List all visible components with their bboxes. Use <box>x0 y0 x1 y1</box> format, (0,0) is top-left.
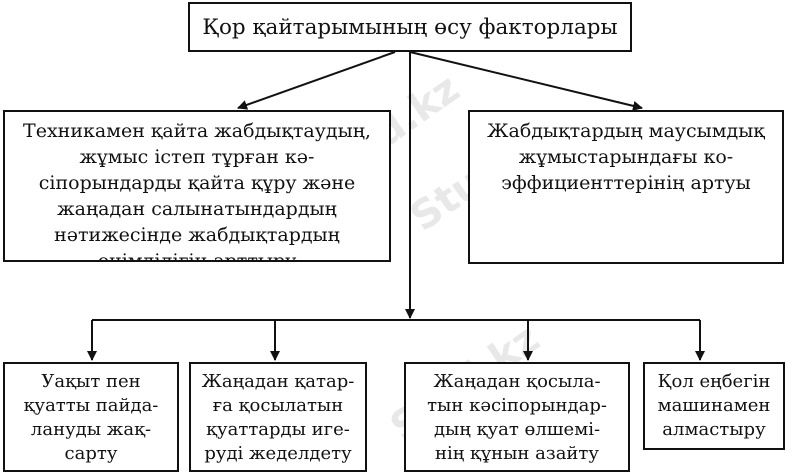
node-line: жұмыстарындағы ко- <box>518 146 734 168</box>
root-node: Қор қайтарымының өсу факторлары <box>188 2 632 52</box>
node-line: Қол еңбегін <box>657 371 771 392</box>
node-line: Техникамен қайта жабдықтаудың, <box>23 120 371 142</box>
node-line: Жаңадан қатар- <box>201 371 355 392</box>
node-line: ға қосылатын <box>212 395 344 416</box>
subfactor-node-time-capacity: Уақыт пен қуатты пайда- лануды жақ- сарт… <box>3 362 179 472</box>
node-line: дың қуат өлшемі- <box>433 419 601 440</box>
node-line: өнімділігін арттыру <box>97 250 297 262</box>
node-line: сіпорындарды қайта құру және <box>38 172 356 194</box>
node-line: сарту <box>64 443 118 464</box>
node-line: жаңадан салынатындардың <box>57 198 337 220</box>
node-line: нәтижесінде жабдықтардың <box>54 224 340 246</box>
root-title: Қор қайтарымының өсу факторлары <box>202 14 618 40</box>
subfactor-node-new-capacity: Жаңадан қатар- ға қосылатын қуаттарды иг… <box>189 362 367 472</box>
node-line: қуаттарды иге- <box>206 419 350 440</box>
node-line: машинамен <box>657 395 771 416</box>
node-line: алмастыру <box>662 419 766 440</box>
node-line: эффициенттерінің артуы <box>501 172 751 194</box>
node-line: нің құнын азайту <box>435 443 599 464</box>
node-line: қуатты пайда- <box>23 395 159 416</box>
factor-node-equipment-productivity: Техникамен қайта жабдықтаудың, жұмыс іст… <box>3 110 391 262</box>
node-line: Уақыт пен <box>41 371 141 392</box>
subfactor-node-mechanization: Қол еңбегін машинамен алмастыру <box>643 362 785 450</box>
node-line: лануды жақ- <box>30 419 152 440</box>
node-line: Жабдықтардың маусымдық <box>487 120 765 142</box>
node-line: руді жеделдету <box>204 443 352 464</box>
subfactor-node-unit-cost: Жаңадан қосыла- тын кәсіпорындар- дың қу… <box>404 362 630 472</box>
node-line: жұмыс істеп тұрған кә- <box>79 146 315 168</box>
node-line: Жаңадан қосыла- <box>433 371 601 392</box>
factor-node-seasonal-coefficient: Жабдықтардың маусымдық жұмыстарындағы ко… <box>468 110 784 264</box>
arrow-to-left-factor <box>237 51 396 110</box>
arrow-to-right-factor <box>409 51 643 111</box>
node-line: тын кәсіпорындар- <box>427 395 607 416</box>
